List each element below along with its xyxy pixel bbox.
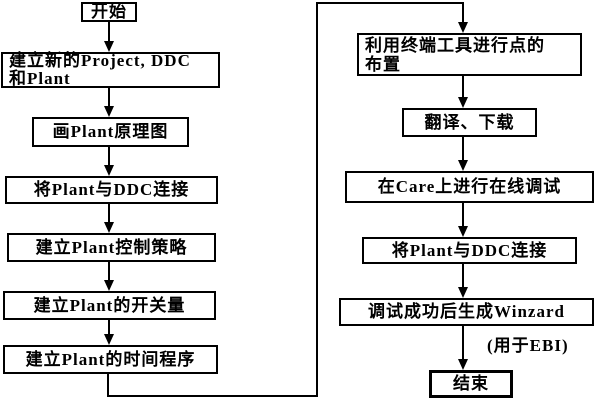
arrow-terminal-to-translate bbox=[458, 76, 468, 108]
node-translate-download: 翻译、下载 bbox=[402, 108, 537, 137]
node-end-label: 结束 bbox=[453, 374, 489, 393]
node-connect-plant-ddc-right: 将Plant与DDC连接 bbox=[362, 237, 577, 264]
node-draw-plant-diagram: 画Plant原理图 bbox=[32, 117, 189, 147]
arrow-draw-plant-to-connect-ddc bbox=[104, 147, 114, 176]
node-end: 结束 bbox=[429, 370, 513, 398]
node-online-debug-care: 在Care上进行在线调试 bbox=[345, 171, 594, 203]
arrow-new-project-to-draw-plant bbox=[104, 88, 114, 117]
note-winzard-for-ebi-label: (用于EBI) bbox=[487, 336, 569, 355]
node-plant-switch-quantity: 建立Plant的开关量 bbox=[3, 291, 216, 320]
node-start: 开始 bbox=[81, 2, 137, 22]
arrow-start-to-new-project bbox=[104, 22, 114, 52]
node-plant-switch-quantity-label: 建立Plant的开关量 bbox=[33, 295, 186, 315]
node-terminal-tool-points: 利用终端工具进行点的 布置 bbox=[357, 33, 582, 76]
node-generate-winzard-label: 调试成功后生成Winzard bbox=[368, 302, 565, 321]
arrow-translate-to-debug bbox=[458, 137, 468, 171]
note-winzard-for-ebi: (用于EBI) bbox=[487, 331, 569, 356]
arrow-winzard-to-end bbox=[458, 326, 468, 370]
node-start-label: 开始 bbox=[91, 2, 127, 21]
node-draw-plant-label: 画Plant原理图 bbox=[52, 122, 169, 141]
node-connect-plant-ddc-right-label: 将Plant与DDC连接 bbox=[391, 240, 548, 260]
node-new-project-line2: 和Plant bbox=[9, 69, 71, 88]
node-new-project: 建立新的Project, DDC 和Plant bbox=[1, 52, 220, 88]
node-plant-control-strategy: 建立Plant控制策略 bbox=[7, 233, 216, 262]
arrow-debug-to-connect-ddc bbox=[458, 203, 468, 237]
node-online-debug-care-label: 在Care上进行在线调试 bbox=[377, 177, 562, 196]
node-connect-plant-ddc-left: 将Plant与DDC连接 bbox=[5, 176, 218, 204]
node-translate-download-label: 翻译、下载 bbox=[424, 112, 515, 132]
arrow-connect-ddc-to-strategy bbox=[104, 204, 114, 233]
node-terminal-tool-line1: 利用终端工具进行点的 bbox=[365, 35, 545, 55]
arrow-connect-ddc-to-winzard bbox=[458, 264, 468, 298]
node-connect-plant-ddc-left-label: 将Plant与DDC连接 bbox=[33, 180, 190, 199]
node-plant-time-program-label: 建立Plant的时间程序 bbox=[25, 349, 196, 369]
node-new-project-line1: 建立新的Project, DDC bbox=[9, 51, 191, 70]
arrow-switch-to-time-program bbox=[104, 320, 114, 345]
arrow-strategy-to-switch bbox=[104, 262, 114, 291]
node-terminal-tool-line2: 布置 bbox=[365, 54, 401, 74]
node-plant-control-strategy-label: 建立Plant控制策略 bbox=[35, 237, 188, 257]
node-plant-time-program: 建立Plant的时间程序 bbox=[3, 345, 218, 374]
node-generate-winzard: 调试成功后生成Winzard bbox=[339, 298, 594, 326]
